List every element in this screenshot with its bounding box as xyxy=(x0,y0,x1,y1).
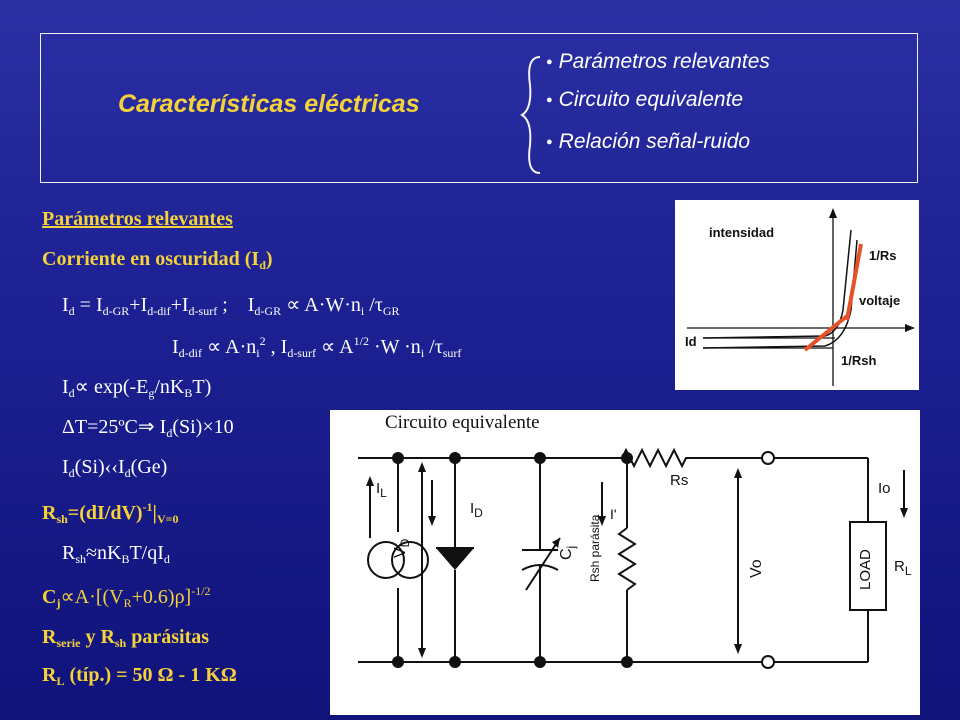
equation-delta-t: ΔT=25ºC⇒ Id(Si)×10 xyxy=(62,416,234,440)
brace-icon xyxy=(520,56,541,174)
i-prime-label: I' xyxy=(610,506,617,522)
rs-label: Rs xyxy=(670,472,689,489)
rsh-label: Rsh parásita xyxy=(588,514,602,582)
rl-label: RL xyxy=(894,558,912,578)
il-label: IL xyxy=(376,480,387,500)
equation-rsh-approx: Rsh≈nKBT/qId xyxy=(62,542,170,566)
id-label: Id xyxy=(685,334,697,349)
io-label: Io xyxy=(878,480,891,497)
rs-slope-label: 1/Rs xyxy=(869,248,897,263)
iv-characteristic-graph: intensidad voltaje Id 1/Rs 1/Rsh xyxy=(675,200,919,390)
parasitic-resistances: Rserie y Rsh parásitas xyxy=(42,626,210,650)
equation-id-exp: Id∝ exp(-Eg/nKBT) xyxy=(62,376,212,400)
header-bullet: ●Relación señal-ruido xyxy=(546,130,751,153)
circuit-title: Circuito equivalente xyxy=(385,412,540,433)
y-axis-label: intensidad xyxy=(709,225,775,240)
header-bullet: ●Parámetros relevantes xyxy=(546,50,770,73)
load-resistance: RL (típ.) = 50 Ω - 1 KΩ xyxy=(42,664,237,688)
x-axis-label: voltaje xyxy=(859,293,901,308)
cj-label: Cj xyxy=(558,545,578,560)
title-box xyxy=(40,33,918,183)
rsh-slope-label: 1/Rsh xyxy=(841,353,877,368)
equation-cj: Cj∝A·[(VR+0.6)ρ]-1/2 xyxy=(42,584,211,610)
dark-current-heading: Corriente en oscuridad (Id) xyxy=(42,248,273,272)
equation-rsh-def: Rsh=(dI/dV)-1|V=0 xyxy=(42,500,179,526)
equation-id-components: Id = Id-GR+Id-dif+Id-surf ; Id-GR ∝ A·W·… xyxy=(62,294,400,318)
vo-label: Vo xyxy=(748,559,765,578)
equivalent-circuit: Circuito equivalente xyxy=(330,410,920,715)
equation-id-dif-surf: Id-dif ∝ A·ni2 , Id-surf ∝ A1/2 ·W ·ni /… xyxy=(172,334,462,360)
load-label: LOAD xyxy=(857,549,874,590)
id-current-label: ID xyxy=(470,500,483,520)
slide-title: Características eléctricas xyxy=(118,90,420,118)
vd-label: VD xyxy=(392,538,412,558)
equation-si-ge: Id(Si)‹‹Id(Ge) xyxy=(62,456,168,480)
section-heading: Parámetros relevantes xyxy=(42,208,233,230)
header-bullet: ●Circuito equivalente xyxy=(546,88,744,111)
